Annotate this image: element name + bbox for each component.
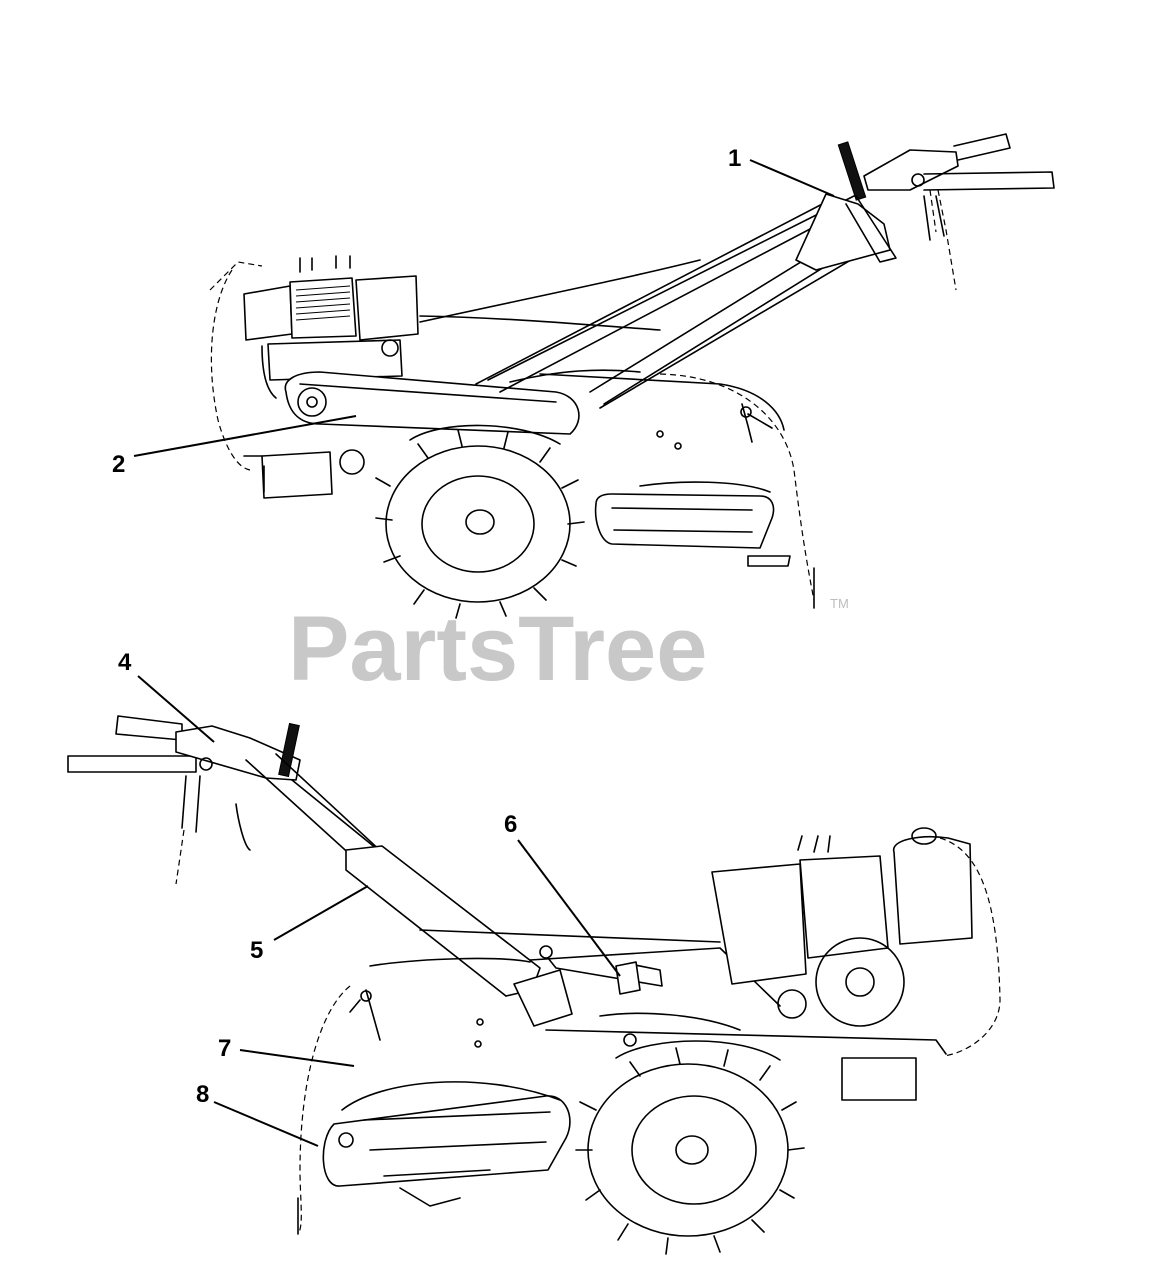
callout-8: 8 bbox=[196, 1081, 209, 1108]
leader-2 bbox=[133, 415, 357, 457]
engine-fins-top bbox=[295, 285, 351, 321]
leader-1 bbox=[749, 159, 835, 197]
callout-4: 4 bbox=[118, 649, 132, 676]
watermark-trademark: TM bbox=[830, 596, 849, 611]
callouts: 1 2 4 5 6 7 8 bbox=[112, 145, 835, 1147]
leader-4 bbox=[137, 675, 215, 743]
leader-7 bbox=[239, 1049, 355, 1067]
watermark-text: PartsTree bbox=[288, 598, 707, 700]
leader-6 bbox=[517, 839, 621, 977]
leader-5 bbox=[273, 885, 369, 941]
wheel-top bbox=[375, 424, 585, 619]
callout-6: 6 bbox=[504, 811, 517, 838]
callout-5: 5 bbox=[250, 937, 263, 964]
callout-7: 7 bbox=[218, 1035, 231, 1062]
wheel-bottom bbox=[575, 1040, 805, 1255]
callout-2: 2 bbox=[112, 451, 125, 478]
leader-8 bbox=[213, 1101, 319, 1147]
tiller-bottom-view bbox=[67, 715, 1001, 1255]
tiller-top-view bbox=[209, 133, 1055, 619]
callout-1: 1 bbox=[728, 145, 741, 172]
watermark: PartsTree TM bbox=[288, 596, 849, 700]
